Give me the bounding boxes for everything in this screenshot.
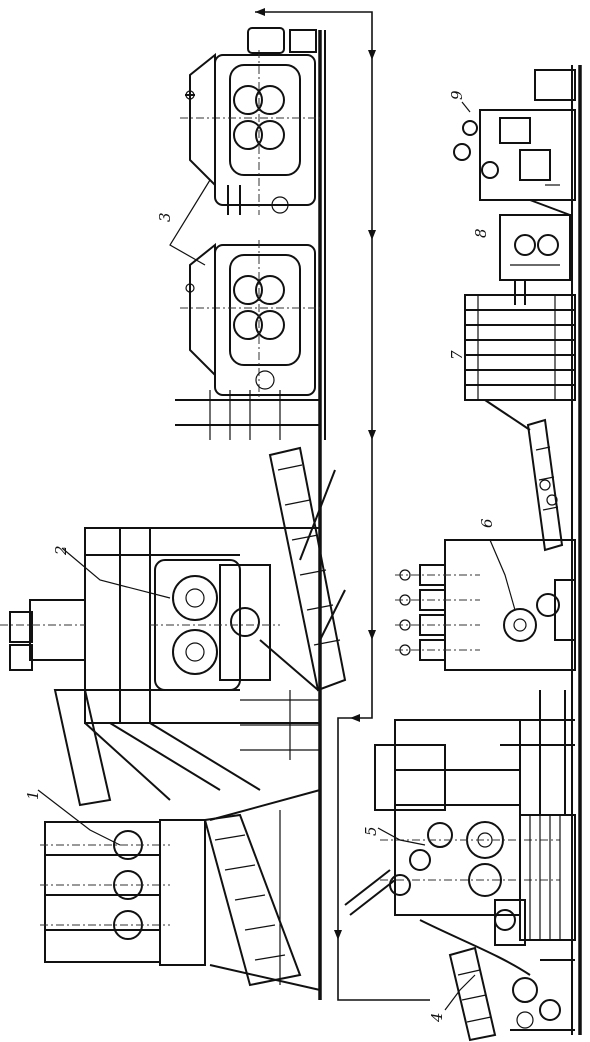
leader-4 — [444, 974, 476, 1011]
callout-5: 5 — [362, 826, 380, 836]
callout-2: 2 — [52, 545, 70, 556]
leader-9 — [461, 101, 471, 113]
kneader-machine-lower — [175, 240, 320, 440]
leader-1 — [37, 789, 121, 846]
transfer-conveyor — [526, 418, 564, 552]
callout-4: 4 — [428, 1012, 446, 1023]
leader-5 — [377, 827, 426, 846]
callout-3: 3 — [156, 212, 174, 222]
divider-moulder — [395, 539, 576, 671]
upper-floor-line — [255, 8, 430, 1001]
feed-chute — [419, 919, 575, 1042]
cutter-machine — [453, 69, 576, 216]
leader-2 — [61, 547, 171, 599]
callout-7: 7 — [448, 350, 466, 360]
callout-1: 1 — [24, 790, 42, 800]
hopper-bins — [40, 789, 321, 991]
kneader-machine-upper — [180, 27, 320, 215]
inclined-conveyor — [268, 446, 347, 692]
callout-9: 9 — [448, 90, 466, 100]
dough-mixer-assembly — [344, 690, 576, 946]
lower-floor-line — [571, 65, 582, 1035]
leader-3 — [169, 179, 211, 266]
callout-6: 6 — [478, 518, 496, 528]
rounder-machine — [499, 214, 571, 305]
proofer-cabinet — [464, 294, 576, 431]
leader-6 — [489, 539, 516, 611]
roller-mill-frame — [0, 527, 321, 807]
callout-labels: 1 2 3 4 5 6 7 8 9 — [24, 90, 496, 1023]
callout-8: 8 — [472, 228, 490, 238]
